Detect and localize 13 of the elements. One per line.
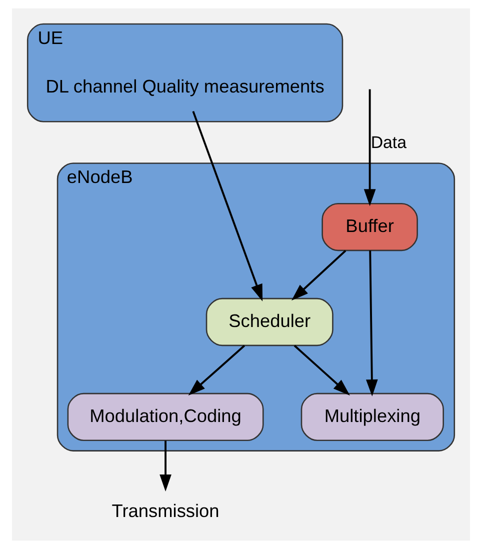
arrow (365, 250, 378, 396)
node-box: Buffer (321, 202, 418, 252)
node-text: DL channel Quality measurements (45, 76, 324, 97)
arrow (363, 89, 376, 206)
node-text: Transmission (111, 500, 219, 521)
arrow (188, 344, 245, 396)
node-box: Scheduler (205, 298, 333, 346)
arrow (290, 250, 346, 301)
edge-label: Data (370, 133, 406, 152)
node-box: Multiplexing (300, 392, 444, 442)
arrow (159, 440, 171, 492)
node-box: Modulation,Coding (66, 392, 264, 442)
arrow (293, 344, 350, 396)
